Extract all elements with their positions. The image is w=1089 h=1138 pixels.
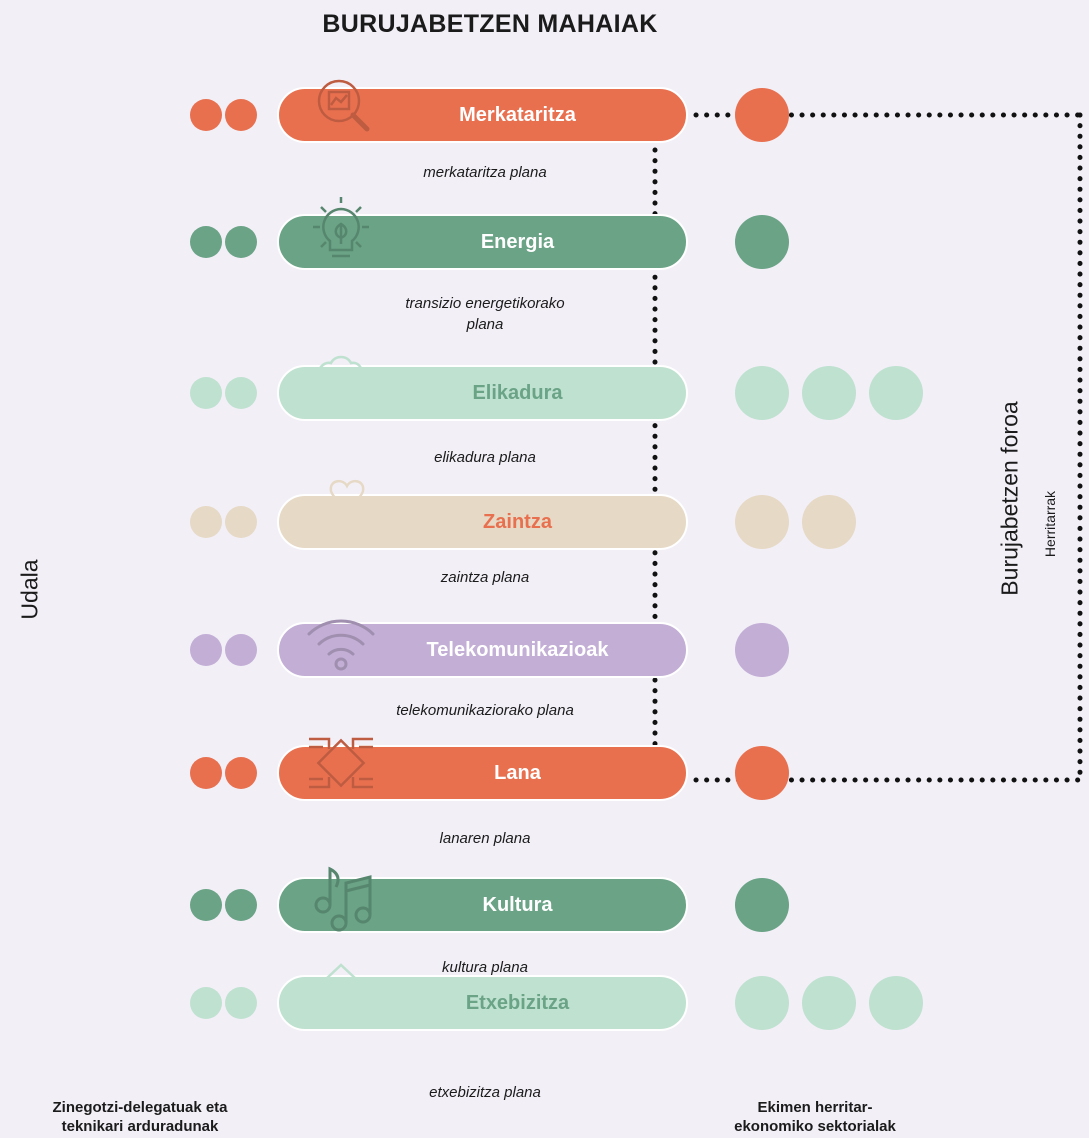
table-pill[interactable]: Etxebizitza [277, 963, 688, 1031]
council-member-dot [190, 757, 222, 789]
council-member-dot [190, 99, 222, 131]
council-member-dot [190, 889, 222, 921]
table-label: Zaintza [483, 510, 552, 533]
table-row: Telekomunikazioak [0, 619, 1089, 678]
council-member-dot [190, 634, 222, 666]
table-label: Telekomunikazioak [426, 638, 609, 661]
council-member-dot [225, 987, 257, 1019]
council-member-dot [225, 99, 257, 131]
citizen-initiative-circle [735, 88, 789, 142]
citizen-initiative-circle [735, 366, 789, 420]
footer-left-label: Zinegotzi-delegatuak eta teknikari ardur… [52, 1099, 228, 1135]
table-row: Zaintza [0, 479, 1089, 550]
council-member-dot [225, 377, 257, 409]
table-pill[interactable]: Kultura [277, 866, 688, 933]
table-label: Merkataritza [459, 103, 576, 126]
plan-label: etxebizitza plana [429, 1084, 541, 1101]
plan-label: elikadura plana [434, 449, 536, 466]
table-label: Lana [494, 761, 541, 784]
table-label: Etxebizitza [465, 991, 570, 1014]
table-row: Energia [0, 197, 1089, 270]
market-analysis-icon [301, 67, 381, 147]
council-member-dot [225, 757, 257, 789]
table-row: Merkataritza [0, 79, 1089, 143]
plan-label: telekomunikaziorako plana [396, 702, 574, 719]
citizen-initiative-circle [735, 746, 789, 800]
table-row: Lana [0, 737, 1089, 801]
wifi-icon [301, 602, 381, 682]
citizen-initiative-circle [735, 215, 789, 269]
table-row: Etxebizitza [0, 963, 1089, 1031]
council-member-dot [190, 987, 222, 1019]
citizen-initiative-circle [735, 878, 789, 932]
citizen-initiative-circle [869, 976, 923, 1030]
council-member-dot [190, 226, 222, 258]
table-label: Elikadura [472, 381, 563, 404]
citizen-initiative-circle [802, 976, 856, 1030]
citizen-initiative-circle [869, 366, 923, 420]
plan-label: kultura plana [442, 959, 528, 976]
table-row: Kultura [0, 866, 1089, 933]
plan-label: zaintza plana [440, 569, 530, 586]
house-icon [301, 955, 381, 1035]
lightbulb-leaf-icon [301, 194, 381, 274]
council-member-dot [190, 377, 222, 409]
table-label: Energia [480, 230, 555, 253]
council-member-dot [190, 506, 222, 538]
table-pill[interactable]: Telekomunikazioak [277, 619, 688, 678]
table-row: Elikadura [0, 355, 1089, 421]
citizen-initiative-circle [735, 976, 789, 1030]
heart-hand-icon [301, 474, 381, 554]
plan-label: merkataritza plana [423, 164, 547, 181]
council-member-dot [225, 226, 257, 258]
table-label: Kultura [482, 893, 553, 916]
lettuce-icon [301, 345, 381, 425]
council-member-dot [225, 634, 257, 666]
council-member-dot [225, 506, 257, 538]
footer-right-label: Ekimen herritar-ekonomiko sektorialak [734, 1099, 896, 1135]
table-pill[interactable]: Elikadura [277, 355, 688, 421]
citizen-initiative-circle [735, 495, 789, 549]
music-notes-icon [301, 857, 381, 937]
joined-hands-icon [301, 725, 381, 805]
citizen-initiative-circle [802, 495, 856, 549]
citizen-initiative-circle [802, 366, 856, 420]
council-member-dot [225, 889, 257, 921]
table-pill[interactable]: Lana [277, 737, 688, 801]
plan-label: lanaren plana [439, 830, 531, 847]
diagram-title: BURUJABETZEN MAHAIAK [322, 10, 658, 38]
table-pill[interactable]: Merkataritza [277, 79, 688, 143]
citizen-initiative-circle [735, 623, 789, 677]
table-pill[interactable]: Zaintza [277, 479, 688, 550]
table-pill[interactable]: Energia [277, 197, 688, 270]
plan-label: transizio energetikorako plana [405, 295, 565, 333]
